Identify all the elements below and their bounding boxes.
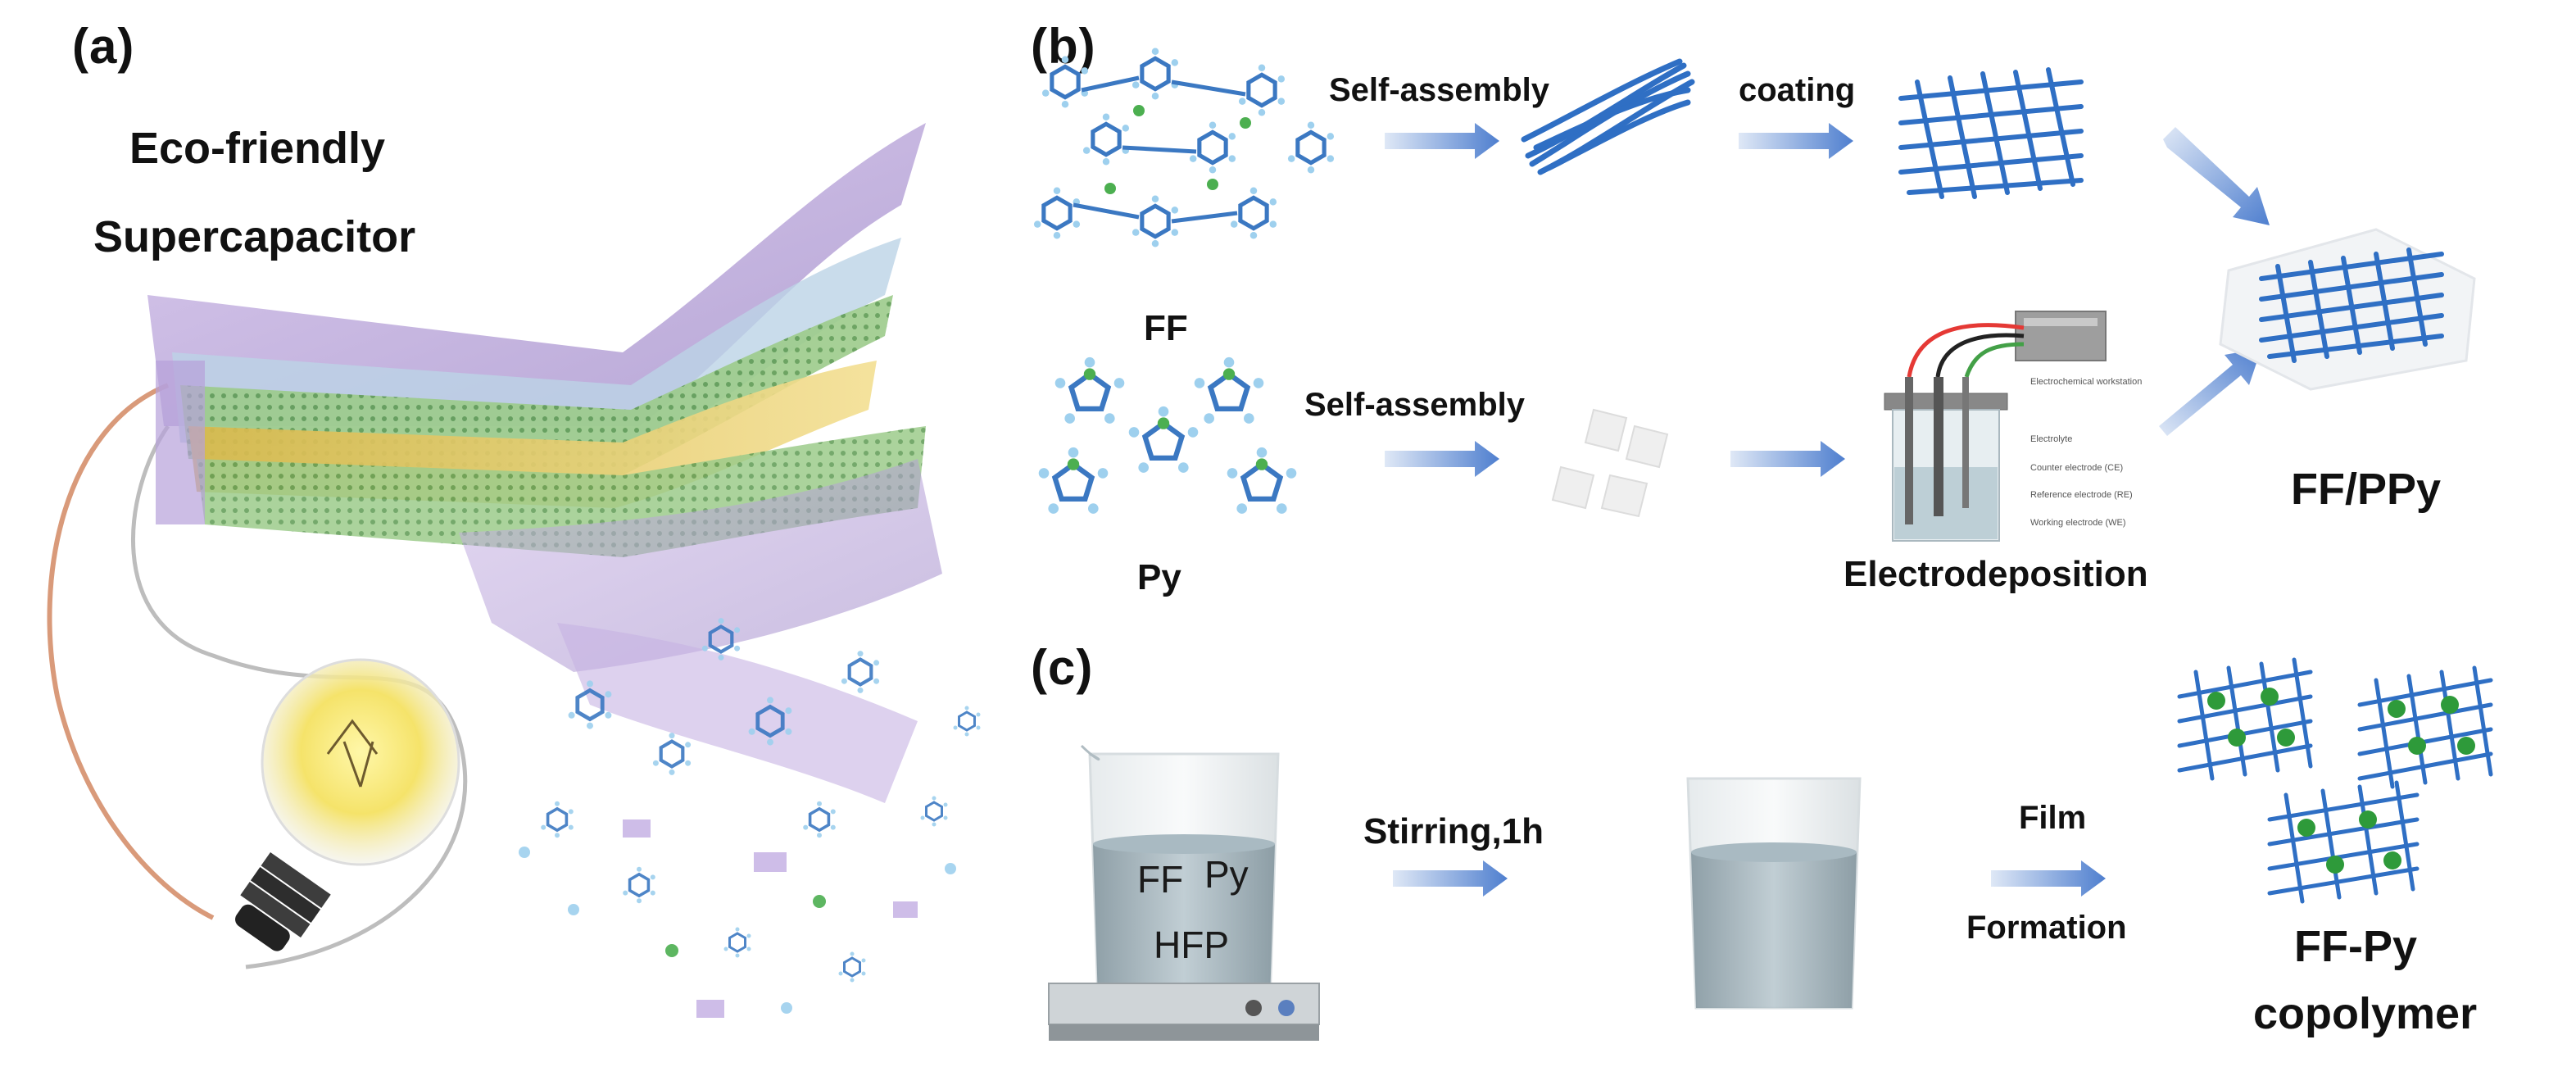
bulb-filament: [326, 719, 379, 788]
arrow-coating: [1739, 123, 1853, 159]
panel-a-letter: (a): [72, 19, 135, 74]
copolymer-label-line2: copolymer: [2253, 989, 2478, 1038]
layer-green-top: [180, 295, 893, 475]
assembled-particles: [1551, 408, 1669, 518]
electrodeposition-label: Electrodeposition: [1844, 554, 2148, 594]
layer-purple-fragment: [557, 623, 918, 803]
ff-ppy-label: FF/PPy: [2291, 465, 2442, 514]
cell-working-label: Working electrode (WE): [2030, 518, 2126, 528]
arrow-film-formation: [1991, 860, 2106, 897]
self-assembly-bottom-label: Self-assembly: [1304, 387, 1526, 423]
bulb-base: [235, 852, 331, 951]
cell-electrolyte-label: Electrolyte: [2030, 434, 2073, 444]
cell-counter-label: Counter electrode (CE): [2030, 463, 2124, 473]
panel-b-letter: (b): [1031, 19, 1096, 74]
beaker-py-text: Py: [1204, 853, 1249, 896]
cell-reference-label: Reference electrode (RE): [2030, 490, 2133, 500]
cell-workstation-label: Electrochemical workstation: [2030, 377, 2143, 387]
formation-label: Formation: [1966, 910, 2127, 946]
ff-ppy-product: [2219, 228, 2476, 391]
ff-molecule-cluster: [1016, 33, 1344, 270]
arrow-self-assembly-top: [1385, 123, 1499, 159]
film-label: Film: [2019, 800, 2087, 836]
beaker-plain: [1686, 777, 1862, 1010]
arrow-self-assembly-bottom: [1385, 441, 1499, 477]
arrow-stirring: [1393, 860, 1508, 897]
bulb-glass: [261, 658, 460, 866]
arrow-to-product-down: [2163, 127, 2270, 225]
beaker-ff-text: FF: [1137, 858, 1184, 901]
layer-end-cap: [156, 361, 205, 524]
wire: [47, 383, 215, 920]
arrow-to-product-up: [2159, 348, 2261, 436]
coating-label: coating: [1739, 72, 1856, 108]
arrow-to-electrodeposition: [1730, 441, 1845, 477]
fiber-mesh: [1898, 67, 2084, 199]
py-molecule-cluster: [1024, 352, 1352, 541]
py-label: Py: [1137, 557, 1181, 597]
mesh-1: [2177, 657, 2313, 781]
copolymer-label-line1: FF-Py: [2294, 922, 2418, 971]
beaker-hfp-text: HFP: [1154, 924, 1229, 966]
layer-purple-top: [147, 123, 926, 426]
ff-label: FF: [1144, 308, 1188, 348]
supercapacitor-illustration: [47, 123, 982, 1018]
scattered-molecules: [519, 618, 982, 1018]
stirring-label: Stirring,1h: [1363, 811, 1544, 851]
self-assembly-top-label: Self-assembly: [1329, 72, 1550, 108]
mesh-2: [2357, 665, 2493, 789]
panel-c-letter: (c): [1031, 640, 1094, 695]
ff-py-copolymer-mesh: [2177, 657, 2493, 904]
panel-a-title-line1: Eco-friendly: [129, 124, 386, 173]
layer-purple-bottom: [459, 459, 942, 672]
electrochemical-cell: [1884, 311, 2107, 542]
panel-a-title-line2: Supercapacitor: [93, 212, 416, 261]
mesh-3: [2267, 780, 2420, 904]
fiber-bundle: [1521, 58, 1695, 175]
beaker-on-stirrer: [1048, 744, 1320, 1041]
